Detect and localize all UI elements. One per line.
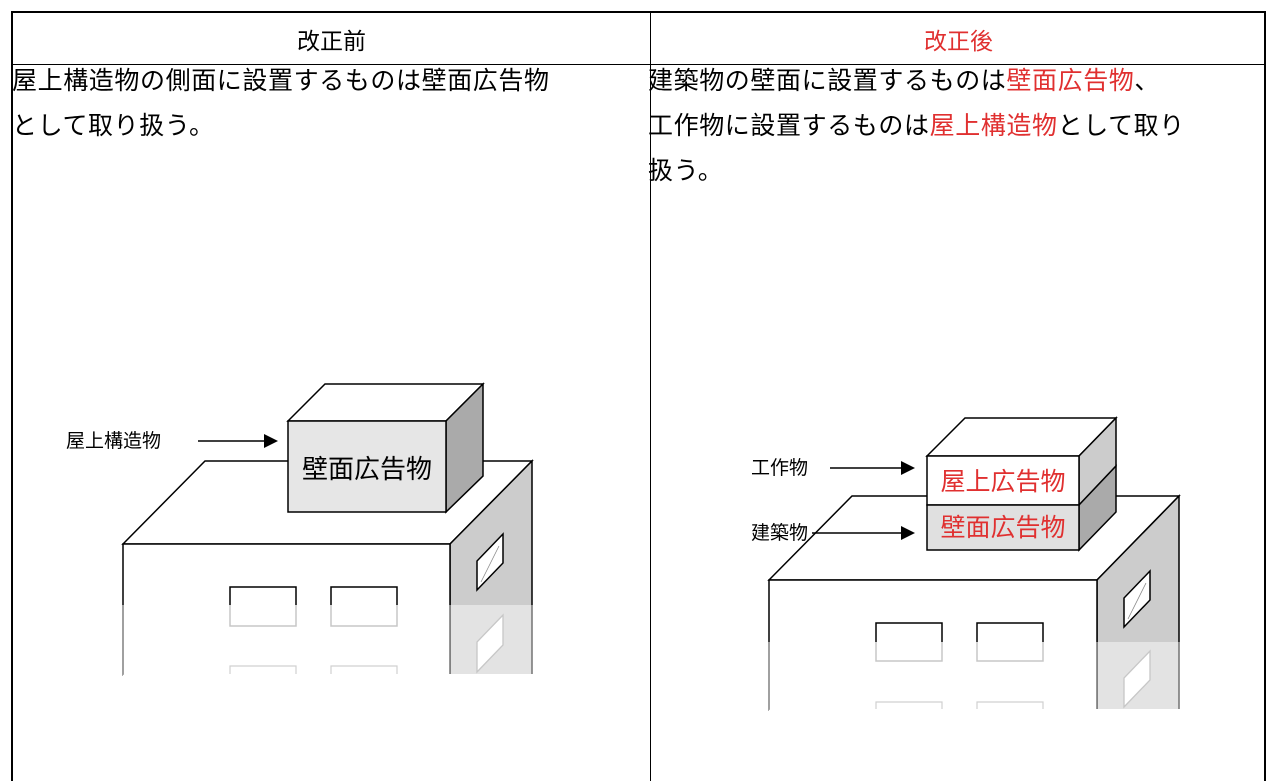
after-text-line-1-c: 、 (1134, 66, 1161, 95)
after-text-line-1-a: 建築物の壁面に設置するものは (648, 66, 1007, 95)
window-icon (330, 665, 398, 675)
arrow-head-icon (901, 461, 915, 475)
arrow-head-icon (901, 526, 915, 540)
comparison-table: 改正前 改正後 (11, 11, 1266, 781)
window-icon (229, 605, 297, 627)
window-icon (976, 701, 1044, 710)
window-icon (229, 665, 297, 675)
window-icon (875, 642, 943, 662)
building-front (122, 543, 451, 676)
side-window-icon (1123, 649, 1151, 709)
upper-sign-front (926, 455, 1080, 506)
window-icon (229, 586, 297, 605)
before-text-line-2: として取り扱う。 (12, 111, 215, 140)
after-text-line-2-a: 工作物に設置するものは (648, 111, 930, 140)
after-text-line-2-c: として取り (1057, 111, 1185, 140)
after-text-line-1: 建築物の壁面に設置するものは壁面広告物、 (648, 58, 1248, 103)
header-divider (13, 64, 1264, 65)
after-lower-sign-label: 壁面広告物 (940, 513, 1065, 542)
before-sign-label: 壁面広告物 (302, 455, 432, 485)
header-before: 改正前 (297, 28, 366, 55)
side-window-icon (1123, 569, 1151, 629)
window-icon (875, 701, 943, 710)
window-icon (976, 622, 1044, 642)
window-icon (330, 586, 398, 605)
window-icon (976, 642, 1044, 662)
after-description: 建築物の壁面に設置するものは壁面広告物、 工作物に設置するものは屋上構造物として… (648, 58, 1248, 193)
after-text-line-2: 工作物に設置するものは屋上構造物として取り (648, 103, 1248, 148)
fade-overlay (120, 605, 536, 677)
lower-sign-front (926, 504, 1080, 551)
fade-overlay (766, 642, 1182, 712)
window-icon (330, 605, 398, 627)
before-description: 屋上構造物の側面に設置するものは壁面広告物 として取り扱う。 (12, 58, 632, 148)
after-text-line-3: 扱う。 (648, 156, 724, 185)
after-text-line-2-highlight: 屋上構造物 (929, 111, 1058, 140)
window-icon (875, 622, 943, 642)
after-text-line-1-highlight: 壁面広告物 (1006, 66, 1135, 95)
side-window-icon (476, 613, 504, 674)
arrow-head-icon (264, 434, 278, 448)
before-text-line-1: 屋上構造物の側面に設置するものは壁面広告物 (12, 66, 550, 95)
before-pointer-label: 屋上構造物 (66, 430, 161, 452)
side-window-icon (476, 532, 504, 592)
after-lower-pointer-label: 建築物 (751, 522, 808, 544)
after-upper-sign-label: 屋上広告物 (940, 467, 1065, 496)
header-after: 改正後 (924, 28, 993, 55)
after-upper-pointer-label: 工作物 (751, 457, 808, 479)
column-divider (650, 13, 651, 781)
rooftop-box-front (287, 420, 447, 513)
